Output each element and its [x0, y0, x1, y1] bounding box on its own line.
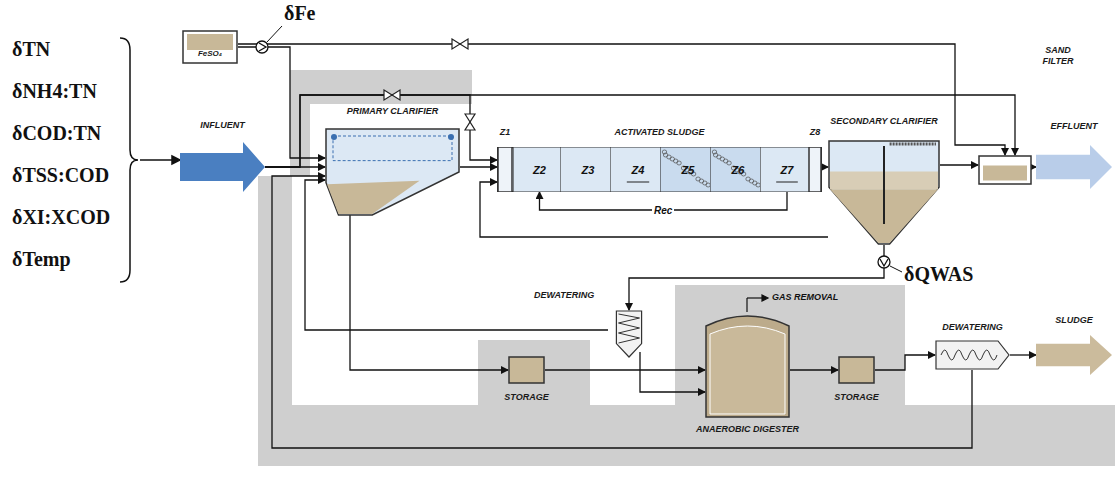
disturbance-variable: δFe [284, 2, 315, 25]
zone: Z5 [660, 147, 716, 192]
chemical-tank: FeSO₄ [182, 30, 238, 64]
shape [1036, 145, 1112, 189]
sludge-arrow: SLUDGE [1036, 335, 1112, 375]
unit-label: PRIMARY CLARIFIER [347, 106, 439, 116]
storage-tank: STORAGE [838, 356, 875, 384]
anaerobic-digester: ANAEROBIC DIGESTER [705, 312, 790, 418]
flow-line [940, 164, 978, 165]
flow-line [350, 214, 508, 370]
zone-label: Z4 [610, 164, 666, 176]
flow-line [1010, 354, 1036, 355]
flow-line [1032, 166, 1036, 167]
zone: Z3 [560, 147, 616, 192]
flow-line [272, 176, 972, 448]
unit-label: STORAGE [834, 392, 878, 402]
zone: Z8 [808, 147, 822, 192]
secondary-clarifier: SECONDARY CLARIFIER [828, 140, 940, 245]
unit-label: SECONDARY CLARIFIER [830, 116, 938, 126]
disturbance-variable: δTN [12, 38, 50, 61]
shape [935, 340, 1010, 370]
valve-symbol [384, 39, 475, 130]
zone-label: Z3 [560, 164, 616, 176]
zone: Z6 [710, 147, 766, 192]
shape [838, 356, 875, 384]
disturbance-variable: δQWAS [904, 263, 973, 286]
shape [978, 155, 1032, 185]
disturbance-variable: δTSS:COD [12, 164, 109, 187]
flow-line [460, 166, 497, 167]
unit-label: INFLUENT [200, 120, 245, 130]
dewatering-unit: DEWATERING [935, 340, 1010, 370]
primary-clarifier: PRIMARY CLARIFIER [325, 128, 460, 216]
activated-sludge-basin: ACTIVATED SLUDGEZ1Z2Z3Z4Z5Z6Z7Z8 [497, 147, 822, 192]
flow-line [640, 352, 705, 392]
unit-label: DEWATERING [534, 290, 594, 300]
shape [828, 140, 940, 245]
unit-label: DEWATERING [942, 322, 1002, 332]
disturbance-variable: δTemp [12, 248, 71, 271]
shape [705, 312, 790, 418]
shape [1036, 335, 1112, 375]
shape [325, 128, 460, 216]
unit-label: Z1 [500, 127, 511, 137]
zone: Z7 [760, 147, 814, 192]
pump-symbol [256, 41, 890, 268]
influent-arrow: INFLUENT [180, 142, 265, 192]
unit-label: STORAGE [504, 392, 548, 402]
note-label: GAS REMOVAL [772, 292, 838, 302]
disturbance-variable: δCOD:TN [12, 122, 101, 145]
unit-label: EFFLUENT [1051, 121, 1098, 131]
zone: Z2 [513, 147, 566, 192]
unit-label: SLUDGE [1055, 315, 1093, 325]
flow-line [875, 355, 935, 370]
flow-line [545, 369, 705, 370]
zone: Z1 [497, 147, 513, 192]
flow-line [238, 47, 325, 158]
shape [608, 310, 650, 358]
gas-line [747, 295, 768, 312]
zone-label: Z5 [660, 164, 716, 176]
unit-label: SAND FILTER [1035, 45, 1081, 67]
shape [182, 30, 238, 64]
shape [497, 147, 513, 192]
zone: Z4 [610, 147, 666, 192]
shape [808, 147, 822, 192]
unit-label: Z8 [810, 127, 821, 137]
disturbance-variable: δNH4:TN [12, 80, 97, 103]
shape [508, 356, 545, 384]
bracket [120, 38, 180, 282]
dewatering-unit: DEWATERING [608, 310, 650, 358]
flow-line [790, 369, 838, 370]
leader-line [267, 26, 902, 272]
unit-label: ACTIVATED SLUDGE [614, 127, 704, 137]
effluent-arrow: EFFLUENT [1036, 145, 1112, 189]
flow-line [629, 245, 884, 310]
flow-label: Rec [652, 205, 674, 216]
disturbance-variable: δXI:XCOD [12, 206, 110, 229]
flow-line [822, 166, 828, 167]
shape [180, 142, 265, 192]
unit-label: FeSO₄ [198, 49, 222, 58]
zone-label: Z6 [710, 164, 766, 176]
zone-label: Z7 [760, 164, 814, 176]
unit-label: ANAEROBIC DIGESTER [696, 424, 799, 434]
storage-tank: STORAGE [508, 356, 545, 384]
grey-band [258, 70, 1115, 466]
sand-filter: SAND FILTER [978, 155, 1032, 185]
zone-label: Z2 [513, 164, 566, 176]
